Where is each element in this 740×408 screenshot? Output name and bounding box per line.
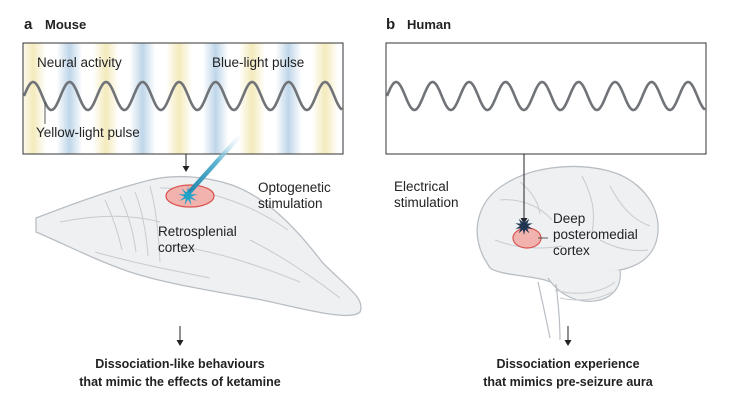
panel-a-title: Mouse	[45, 17, 86, 32]
mouse-brain	[35, 175, 362, 317]
neural-activity-box-human	[385, 42, 707, 155]
panel-b-title: Human	[407, 17, 451, 32]
electrical-stimulation-label: Electrical stimulation	[394, 179, 459, 210]
down-arrow-icon	[182, 154, 190, 172]
optogenetic-stimulation-label: Optogenetic stimulation	[258, 180, 335, 211]
panel-b-caption-line-1: Dissociation experience	[496, 357, 639, 371]
stimulation-star-icon	[515, 217, 533, 235]
panel-a-caption-line-2: that mimic the effects of ketamine	[79, 375, 280, 389]
neural-activity-wave-human	[385, 80, 706, 112]
panel-a: a Mouse Neural activity Blue-light pulse…	[22, 16, 362, 389]
retrosplenial-cortex-label: Retrosplenial cortex	[158, 224, 241, 255]
stimulation-star-icon	[178, 186, 198, 206]
panel-a-caption-line-1: Dissociation-like behaviours	[95, 357, 265, 371]
optical-fiber-icon	[183, 135, 241, 199]
panel-b-caption-line-2: that mimics pre-seizure aura	[483, 375, 654, 389]
neural-activity-box	[22, 42, 344, 155]
panel-a-letter: a	[24, 16, 33, 33]
human-brain	[476, 165, 659, 341]
panel-b-letter: b	[386, 16, 395, 33]
down-arrow-icon	[564, 326, 572, 346]
yellow-light-pulse-label: Yellow-light pulse	[36, 125, 140, 140]
deep-posteromedial-cortex-label: Deep posteromedial cortex	[553, 211, 642, 258]
blue-light-pulse-label: Blue-light pulse	[212, 55, 304, 70]
neural-activity-wave	[22, 80, 343, 112]
down-arrow-icon	[176, 326, 184, 346]
yellow-light-band	[23, 43, 46, 154]
neural-activity-label: Neural activity	[37, 55, 122, 70]
panel-b: b Human Electrical	[385, 16, 707, 389]
